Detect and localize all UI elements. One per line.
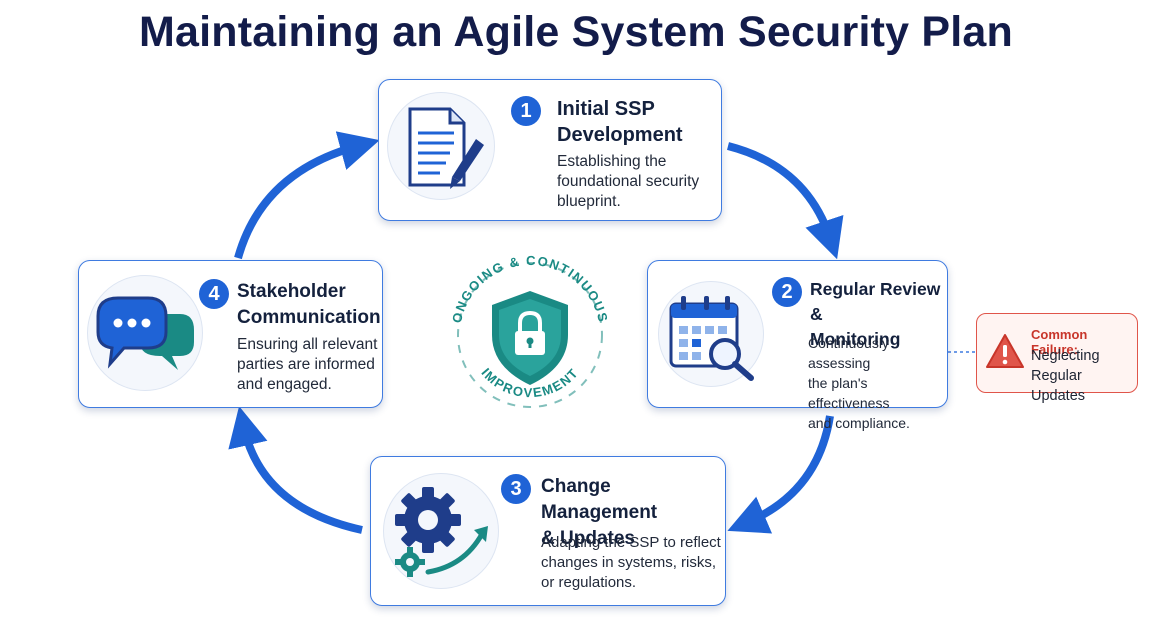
continuous-improvement-emblem: ONGOING & CONTINUOUS IMPROVEMENT bbox=[449, 253, 609, 408]
failure-line2: Regular Updates bbox=[1031, 368, 1086, 404]
step-1-description: Establishing the foundational security b… bbox=[557, 152, 699, 212]
step-3-desc-line3: or regulations. bbox=[541, 574, 637, 591]
page-title: Maintaining an Agile System Security Pla… bbox=[139, 8, 1013, 56]
step-4-description: Ensuring all relevant parties are inform… bbox=[237, 335, 377, 395]
step-1-number: 1 bbox=[511, 96, 541, 126]
arrow-2-to-3 bbox=[727, 415, 834, 534]
step-1-desc-line1: Establishing the bbox=[557, 153, 667, 170]
failure-heading: Common Failure: bbox=[1031, 327, 1088, 357]
step-3-number: 3 bbox=[501, 474, 531, 504]
step-1-title-line2: Development bbox=[557, 124, 683, 146]
step-card-initial-ssp: 1 Initial SSP Development Establishing t… bbox=[378, 79, 722, 221]
step-4-desc-line2: parties are informed bbox=[237, 356, 375, 373]
step-card-regular-review: 2 Regular Review & Monitoring Continuous… bbox=[647, 260, 948, 431]
step-2-title-line2: Monitoring bbox=[810, 329, 901, 349]
step-2-description: Continuously assessing the plan's effect… bbox=[808, 333, 947, 433]
step-1-icon-circle bbox=[387, 92, 495, 200]
chat-bubbles-icon bbox=[96, 296, 194, 370]
step-3-title-line1: Change Management bbox=[541, 476, 658, 523]
warning-triangle-icon bbox=[986, 334, 1024, 368]
step-2-title-line1: Regular Review & bbox=[810, 279, 941, 324]
step-2-desc-line1: Continuously assessing bbox=[808, 335, 889, 371]
step-4-title: Stakeholder Communication bbox=[237, 279, 381, 331]
small-gear-icon bbox=[395, 547, 425, 577]
step-1-desc-line3: blueprint. bbox=[557, 193, 621, 210]
step-card-stakeholder-communication: 4 Stakeholder Communication Ensuring all… bbox=[78, 260, 383, 408]
gears-trend-icon bbox=[395, 487, 488, 577]
step-4-desc-line3: and engaged. bbox=[237, 376, 332, 393]
step-3-desc-line2: changes in systems, risks, bbox=[541, 554, 717, 571]
common-failure-callout: Common Failure: Neglecting Regular Updat… bbox=[976, 313, 1138, 404]
step-3-title-line2: & Updates bbox=[541, 528, 635, 549]
step-4-icon-circle bbox=[87, 275, 203, 391]
step-3-icon-circle bbox=[383, 473, 499, 589]
document-pen-icon bbox=[408, 107, 484, 189]
step-3-desc-line1: Adapting the SSP to reflect bbox=[541, 534, 721, 551]
step-4-title-line1: Stakeholder bbox=[237, 281, 346, 302]
step-1-title-line1: Initial SSP bbox=[557, 98, 655, 120]
arrow-4-to-1 bbox=[234, 131, 380, 260]
large-gear-icon bbox=[395, 487, 461, 553]
calendar-magnifier-icon bbox=[669, 296, 754, 381]
dashed-ring bbox=[457, 262, 603, 408]
shield-lock-icon bbox=[492, 291, 568, 385]
step-1-desc-line2: foundational security bbox=[557, 173, 700, 190]
step-1-title: Initial SSP Development bbox=[557, 96, 683, 148]
arrow-1-to-2 bbox=[727, 142, 844, 260]
step-3-description: Adapting the SSP to reflect changes in s… bbox=[541, 533, 721, 593]
step-2-desc-line3: and compliance. bbox=[808, 415, 910, 431]
step-3-title: Change Management & Updates bbox=[541, 474, 725, 552]
step-4-desc-line1: Ensuring all relevant bbox=[237, 336, 378, 353]
step-4-number: 4 bbox=[199, 279, 229, 309]
step-2-title: Regular Review & Monitoring bbox=[810, 277, 947, 352]
step-2-icon-circle bbox=[658, 281, 764, 387]
failure-text: Neglecting Regular Updates bbox=[1031, 346, 1137, 406]
step-card-change-management: 3 Change Management & Updates Adapting t… bbox=[370, 456, 726, 606]
arrow-3-to-4 bbox=[228, 406, 363, 534]
step-4-title-line2: Communication bbox=[237, 307, 381, 328]
step-2-number: 2 bbox=[772, 277, 802, 307]
step-2-desc-line2: the plan's effectiveness bbox=[808, 375, 890, 411]
failure-line1: Neglecting bbox=[1031, 348, 1100, 364]
